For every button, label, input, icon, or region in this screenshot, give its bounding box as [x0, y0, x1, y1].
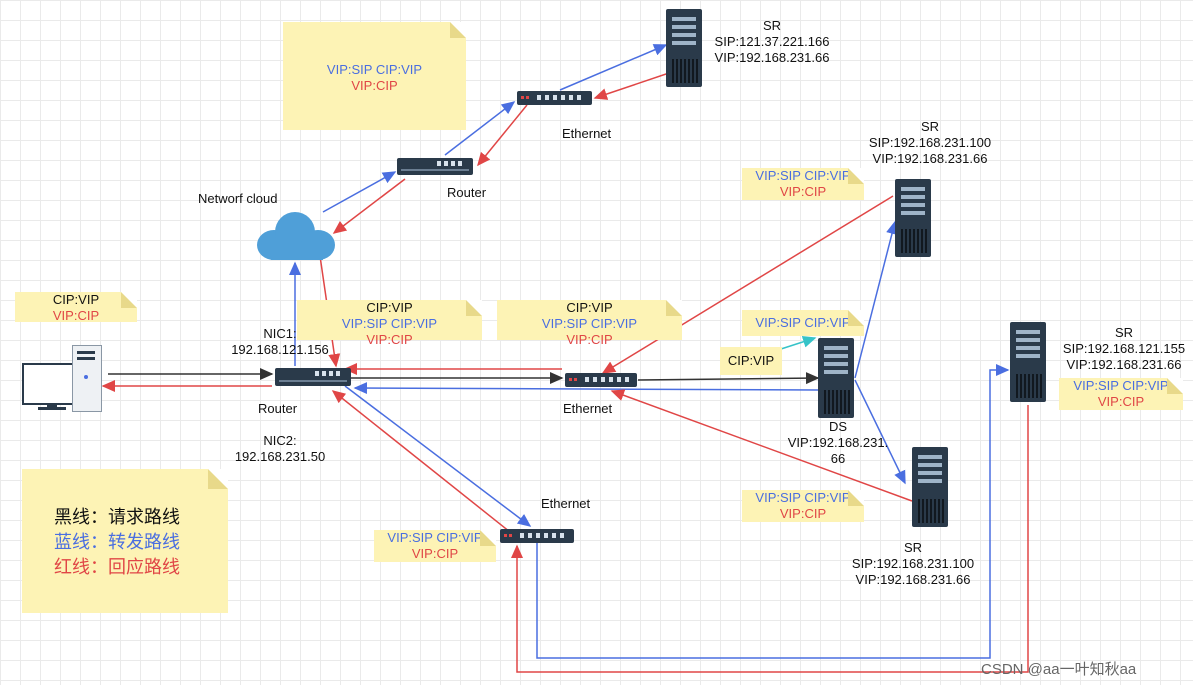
line-srbottom-eth-reply — [610, 389, 913, 502]
note-line: VIP:CIP — [779, 506, 827, 521]
note-line: VIP:SIP CIP:VIP — [1073, 378, 1169, 393]
ethernet-bottom-label: Ethernet — [541, 496, 591, 511]
line-routertop-ethtop-forward — [444, 101, 516, 156]
router-top-icon[interactable] — [397, 158, 473, 175]
sr-vip: VIP:192.168.231.66 — [872, 151, 988, 166]
note-ethernet: CIP:VIP VIP:SIP CIP:VIP VIP:CIP — [497, 300, 682, 347]
note-line: CIP:VIP — [566, 300, 613, 315]
line-ds-srmid-forward — [854, 220, 898, 379]
ds-label: DS VIP:192.168.231. 66 — [787, 419, 889, 467]
note-sr-bottom: VIP:SIP CIP:VIP VIP:CIP — [742, 490, 864, 522]
note-line: VIP:SIP CIP:VIP — [341, 316, 438, 331]
line-router-ethbottom-forward — [344, 385, 532, 527]
note-sr-right: VIP:SIP CIP:VIP VIP:CIP — [1059, 378, 1183, 410]
sr-right-label: SR SIP:192.168.121.155 VIP:192.168.231.6… — [1060, 325, 1188, 373]
line-cyan-cipvip — [780, 335, 817, 350]
line-cloud-routertop-forward — [322, 171, 397, 213]
ds-vip: VIP:192.168.231. — [787, 435, 889, 450]
ethernet-top-label: Ethernet — [562, 126, 612, 141]
line-ethbottom-router-reply — [331, 390, 511, 533]
note-client: CIP:VIP VIP:CIP — [15, 292, 137, 323]
note-router: CIP:VIP VIP:SIP CIP:VIP VIP:CIP — [297, 300, 482, 347]
sr-name: SR — [762, 18, 782, 33]
nic2-ip: 192.168.231.50 — [234, 449, 326, 464]
sr-sip: SIP:192.168.231.100 — [868, 135, 992, 150]
note-line: VIP:SIP CIP:VIP — [755, 315, 851, 330]
note-line: VIP:CIP — [366, 332, 413, 347]
sr-vip: VIP:192.168.231.66 — [714, 50, 830, 65]
line-routertop-cloud-reply — [332, 178, 406, 234]
line-ethernet-ds-request — [637, 372, 820, 385]
nic1-label: NIC1: 192.168.121.156 — [228, 326, 332, 358]
ds-name: DS — [828, 419, 848, 434]
note-ethernet-bottom: VIP:SIP CIP:VIP VIP:CIP — [374, 530, 496, 562]
note-line: VIP:SIP CIP:VIP — [755, 168, 851, 183]
sr-top-label: SR SIP:121.37.221.166 VIP:192.168.231.66 — [712, 18, 832, 66]
ethernet-mid-label: Ethernet — [563, 401, 613, 416]
note-line: CIP:VIP — [727, 353, 775, 368]
sr-vip: VIP:192.168.231.66 — [855, 572, 971, 587]
note-line: VIP:SIP CIP:VIP — [387, 530, 483, 545]
sr-sip: SIP:192.168.121.155 — [1062, 341, 1186, 356]
line-ethtop-routertop-reply — [477, 104, 528, 167]
legend-blue: 蓝线：转发路线 — [54, 532, 180, 552]
sr-bottom-label: SR SIP:192.168.231.100 VIP:192.168.231.6… — [846, 540, 980, 588]
note-line: CIP:VIP — [52, 292, 100, 307]
ds-vip-suffix: 66 — [830, 451, 846, 466]
note-line: VIP:SIP CIP:VIP — [326, 62, 423, 77]
cloud-label: Networf cloud — [198, 191, 278, 206]
note-line: VIP:CIP — [411, 546, 459, 561]
network-cloud-icon[interactable] — [257, 212, 335, 262]
note-line: VIP:SIP CIP:VIP — [541, 316, 638, 331]
line-ds-router-forward — [353, 382, 819, 395]
nic1-name: NIC1: — [263, 326, 297, 341]
note-sr-mid: VIP:SIP CIP:VIP VIP:CIP — [742, 168, 864, 200]
line-ethtop-srtop-forward — [559, 44, 668, 91]
note-line: VIP:CIP — [1097, 394, 1145, 409]
note-ds-arrow: CIP:VIP — [720, 347, 782, 375]
note-ds: VIP:SIP CIP:VIP — [742, 310, 864, 336]
client-computer-icon[interactable] — [22, 345, 102, 412]
note-line: VIP:CIP — [52, 308, 100, 323]
line-srtop-ethtop-reply — [593, 72, 670, 100]
note-line: VIP:CIP — [566, 332, 613, 347]
server-ds-icon[interactable] — [818, 338, 854, 418]
router-top-label: Router — [447, 185, 487, 200]
server-sr-mid-icon[interactable] — [895, 179, 931, 257]
legend-note: 黑线：请求路线 蓝线：转发路线 红线：回应路线 — [22, 469, 228, 613]
router-main-icon[interactable] — [275, 368, 351, 386]
line-srright-ethbottom-reply — [511, 405, 1029, 673]
note-line: VIP:CIP — [351, 78, 398, 93]
sr-mid-label: SR SIP:192.168.231.100 VIP:192.168.231.6… — [862, 119, 998, 167]
router-main-label: Router — [258, 401, 298, 416]
line-srmid-eth-reply — [601, 195, 894, 374]
note-line: VIP:CIP — [779, 184, 827, 199]
nic2-label: NIC2: 192.168.231.50 — [228, 433, 332, 465]
nic2-name: NIC2: — [263, 433, 297, 448]
sr-sip: SIP:121.37.221.166 — [714, 34, 830, 49]
sr-vip: VIP:192.168.231.66 — [1066, 357, 1182, 372]
sr-name: SR — [903, 540, 923, 555]
note-line: VIP:SIP CIP:VIP — [755, 490, 851, 505]
server-sr-top-icon[interactable] — [666, 9, 702, 87]
legend-black: 黑线：请求路线 — [54, 507, 180, 527]
ethernet-switch-bottom-icon[interactable] — [500, 529, 574, 543]
server-sr-bottom-icon[interactable] — [912, 447, 948, 527]
note-top-left: VIP:SIP CIP:VIP VIP:CIP — [283, 22, 466, 130]
line-ethbottom-srright-forward — [536, 364, 1010, 659]
nic1-ip: 192.168.121.156 — [231, 342, 329, 357]
ethernet-switch-mid-icon[interactable] — [565, 373, 637, 387]
watermark: CSDN @aa一叶知秋aa — [981, 661, 1137, 678]
sr-sip: SIP:192.168.231.100 — [851, 556, 975, 571]
sr-name: SR — [1114, 325, 1134, 340]
server-sr-right-icon[interactable] — [1010, 322, 1046, 402]
sr-name: SR — [920, 119, 940, 134]
legend-red: 红线：回应路线 — [54, 557, 180, 577]
line-ds-srbottom-forward — [854, 379, 906, 485]
note-line: CIP:VIP — [366, 300, 413, 315]
ethernet-switch-top-icon[interactable] — [517, 91, 592, 105]
